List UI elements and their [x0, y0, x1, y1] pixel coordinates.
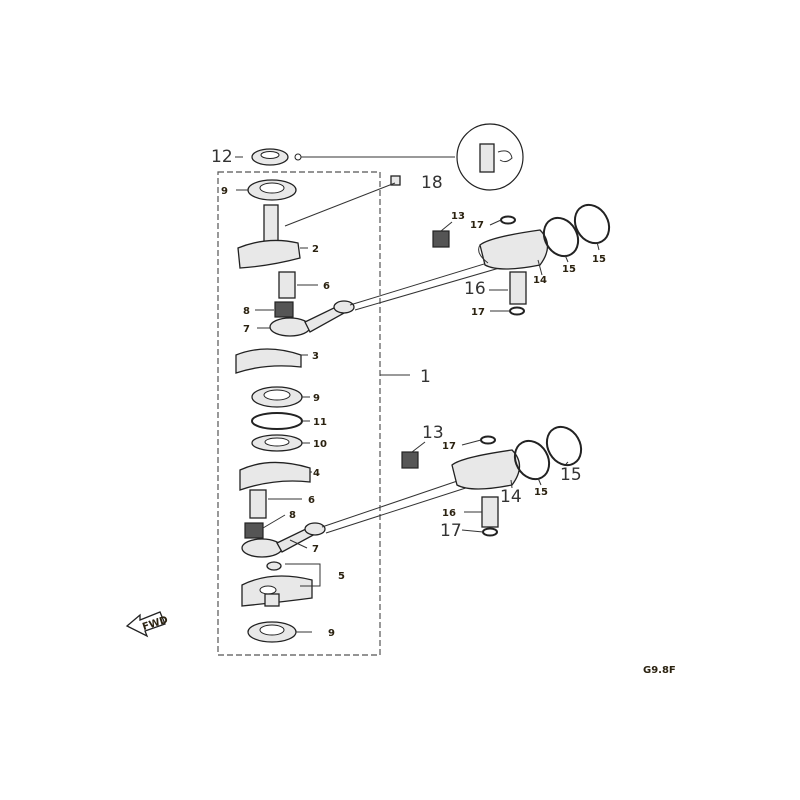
callout-14: 14 — [533, 275, 547, 286]
bearing-bottom[interactable] — [247, 621, 297, 643]
callout-5: 5 — [338, 571, 345, 582]
callout-17: 17 — [471, 307, 485, 318]
callout-13: 13 — [451, 211, 465, 222]
callout-10: 10 — [313, 439, 327, 450]
callout-7: 7 — [312, 544, 319, 555]
callout-4: 4 — [313, 468, 320, 479]
piston-ring-upper-b[interactable] — [568, 199, 616, 250]
clip-lower-top[interactable] — [480, 435, 496, 445]
crankshaft-bottom[interactable] — [241, 561, 313, 607]
callout-2: 2 — [312, 244, 319, 255]
piston-ring-upper-a[interactable] — [537, 212, 585, 263]
piston-pin-upper[interactable] — [509, 271, 527, 305]
callout-17: 17 — [442, 441, 456, 452]
crank-pin-lower[interactable] — [249, 489, 267, 519]
clip-upper-top[interactable] — [500, 215, 516, 225]
callout-9: 9 — [221, 186, 228, 197]
callout-9: 9 — [313, 393, 320, 404]
needle-bearing-upper[interactable] — [274, 301, 294, 318]
piston-ring-lower-b[interactable] — [540, 421, 588, 472]
callout-15: 15 — [592, 254, 606, 265]
crankshaft-upper[interactable] — [237, 204, 301, 269]
callout-16: 16 — [464, 279, 486, 299]
piston-lower[interactable] — [451, 449, 521, 490]
callout-15: 15 — [562, 264, 576, 275]
clip-lower-bottom[interactable] — [482, 527, 498, 537]
callout-6: 6 — [323, 281, 330, 292]
callout-3: 3 — [312, 351, 319, 362]
needle-bearing-lower[interactable] — [244, 522, 264, 539]
crank-pin-upper[interactable] — [278, 271, 296, 299]
oil-seal[interactable] — [251, 148, 289, 166]
callout-1: 1 — [420, 367, 431, 387]
callout-12: 12 — [211, 147, 233, 167]
callout-17: 17 — [440, 521, 462, 541]
callout-8: 8 — [243, 306, 250, 317]
piston-pin-lower[interactable] — [481, 496, 499, 528]
bolt[interactable] — [390, 175, 401, 186]
crankshaft-middle[interactable] — [235, 348, 302, 374]
callout-15: 15 — [534, 487, 548, 498]
callout-9: 9 — [328, 628, 335, 639]
callout-16: 16 — [442, 508, 456, 519]
clip-upper-bottom[interactable] — [509, 306, 525, 316]
callout-11: 11 — [313, 417, 327, 428]
small-end-bearing-upper[interactable] — [432, 230, 450, 248]
crankshaft-lower[interactable] — [239, 461, 311, 491]
callout-13: 13 — [422, 423, 444, 443]
forward-direction-arrow: FWD — [125, 611, 169, 638]
small-end-bearing-lower[interactable] — [401, 451, 419, 469]
assembly-boundary — [217, 171, 381, 656]
callout-18: 18 — [421, 173, 443, 193]
callout-7: 7 — [243, 324, 250, 335]
callout-17: 17 — [470, 220, 484, 231]
piston-ring-lower-a[interactable] — [508, 435, 556, 486]
diagram-code: G9.8F — [643, 665, 676, 676]
bearing-middle[interactable] — [251, 386, 303, 408]
connecting-rod-lower[interactable] — [241, 522, 326, 558]
bearing-top[interactable] — [247, 179, 297, 201]
piston-upper[interactable] — [478, 229, 549, 270]
callout-15: 15 — [560, 465, 582, 485]
callout-14: 14 — [500, 487, 522, 507]
callout-6: 6 — [308, 495, 315, 506]
connecting-rod-upper[interactable] — [269, 300, 355, 337]
callout-8: 8 — [289, 510, 296, 521]
seal-ring[interactable] — [251, 412, 303, 430]
washer[interactable] — [251, 434, 303, 452]
